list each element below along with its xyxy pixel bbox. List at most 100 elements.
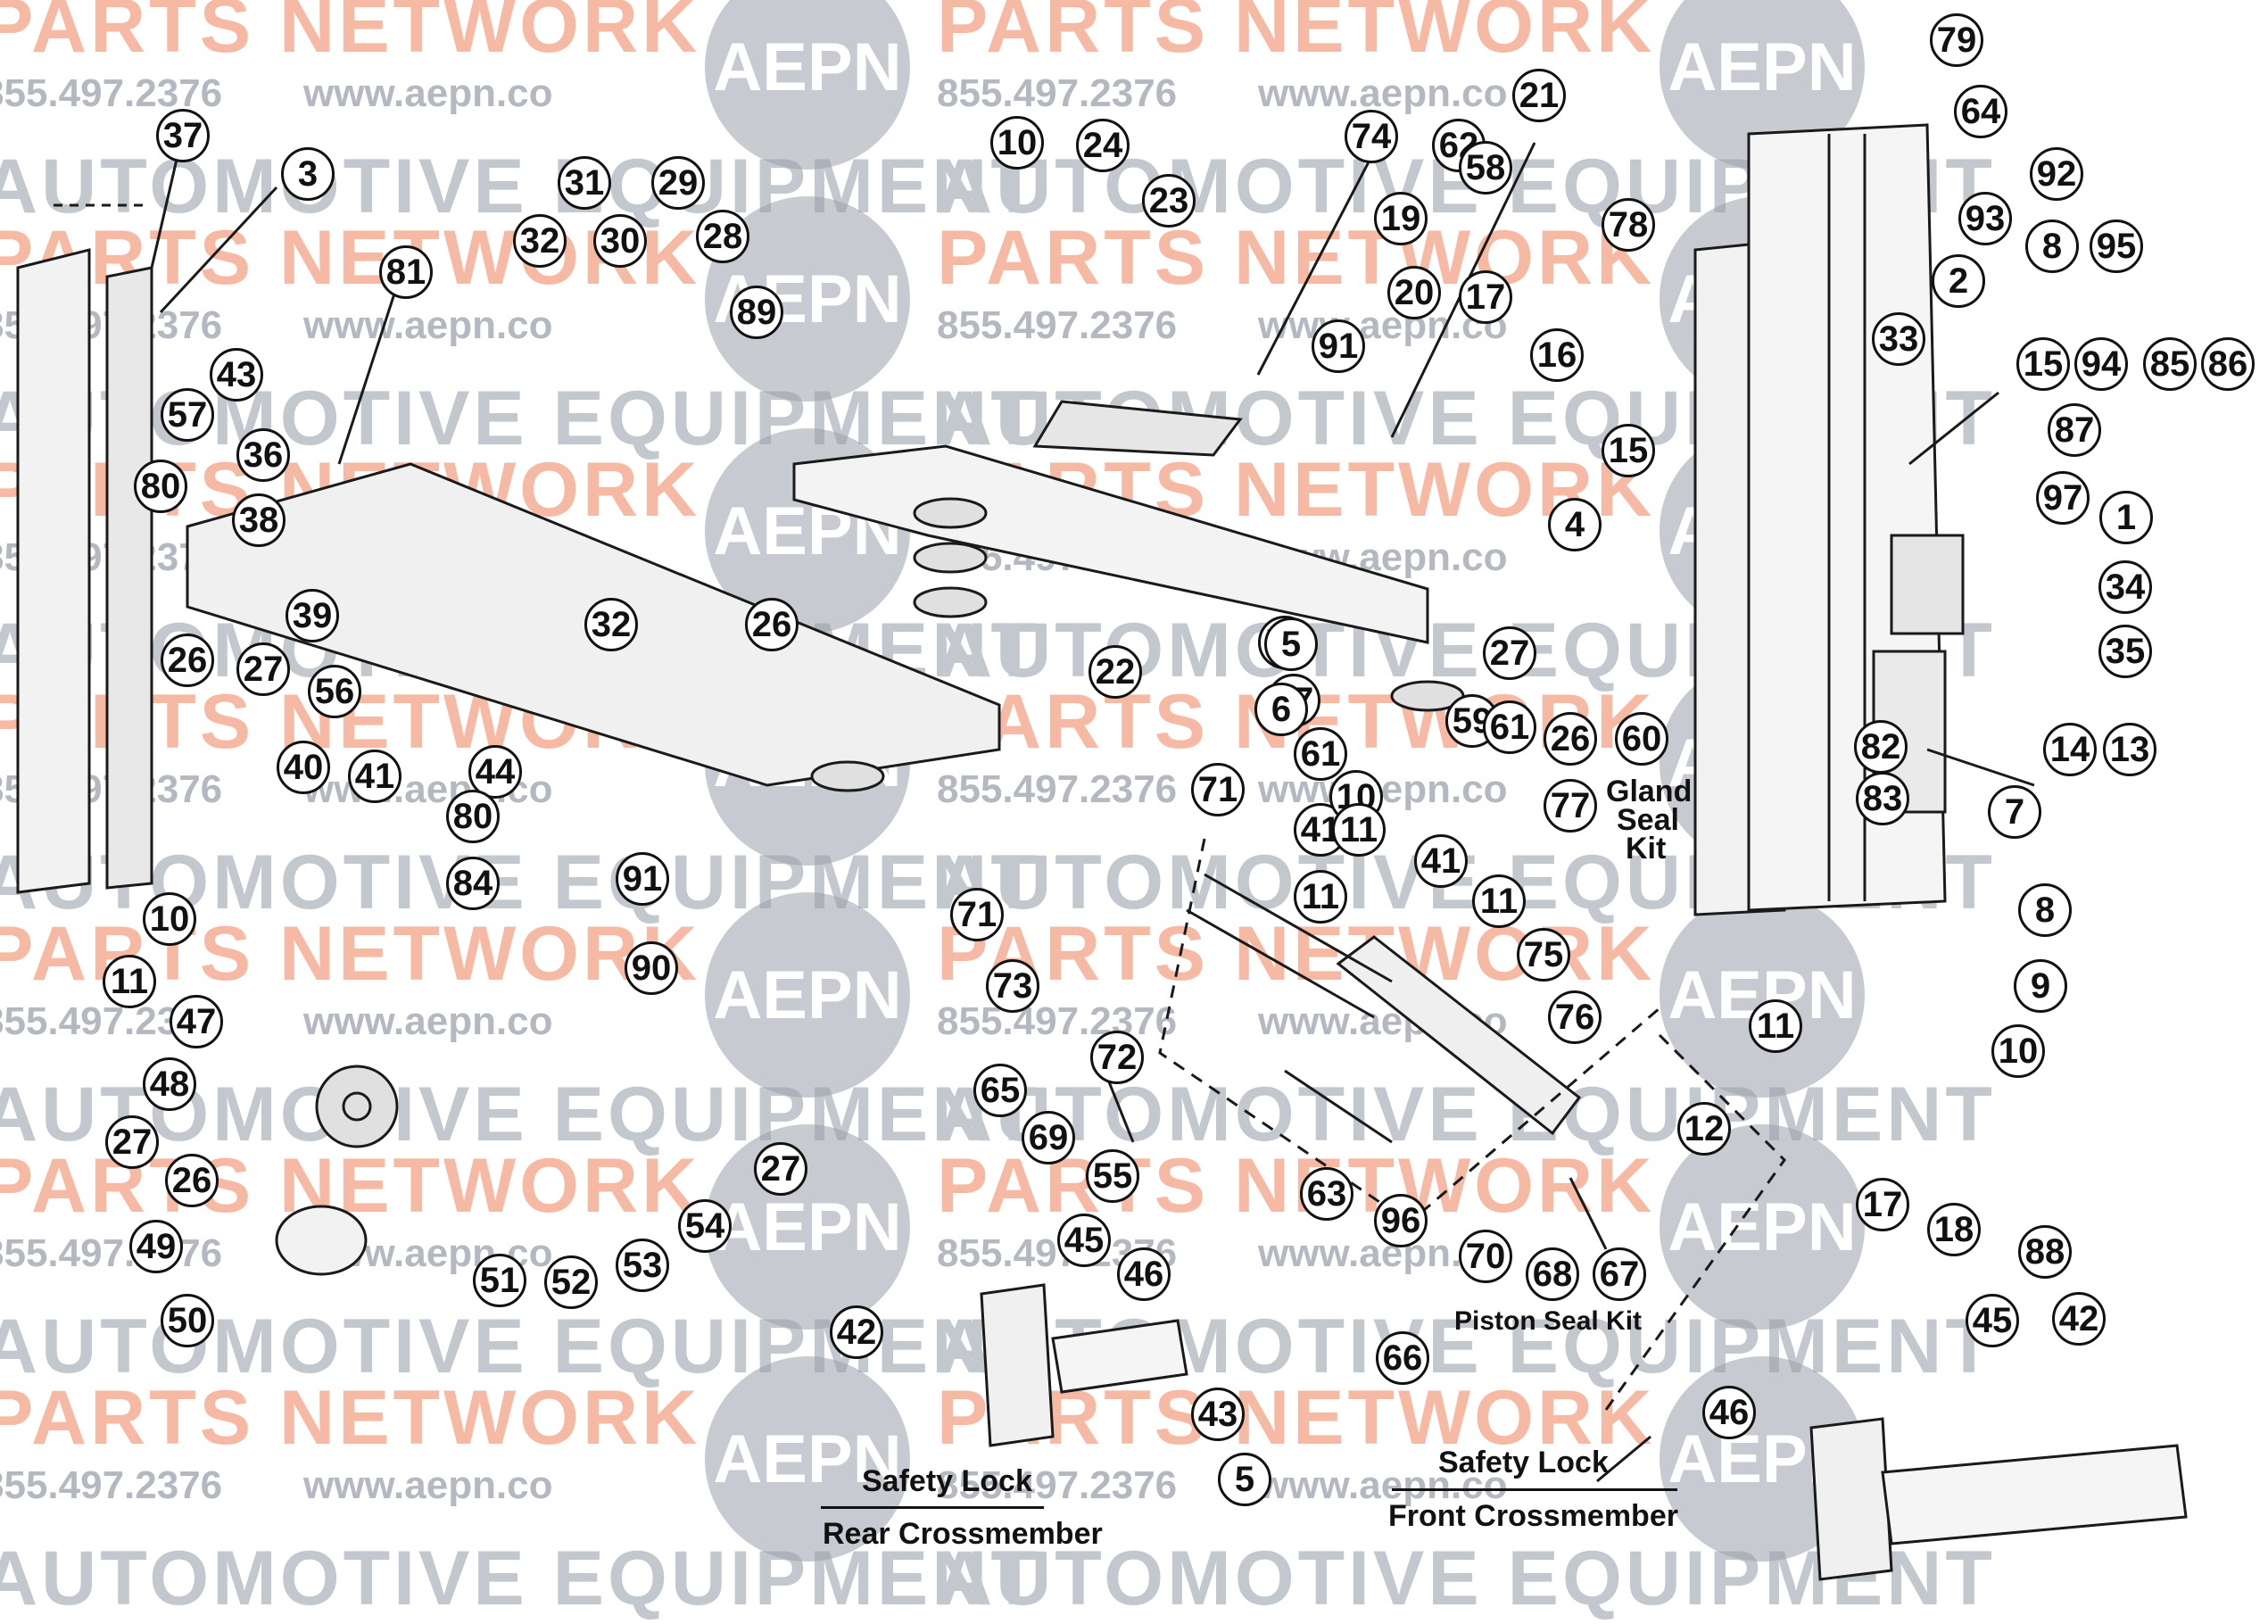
part-callout: 55: [1086, 1149, 1139, 1203]
part-callout: 26: [161, 634, 214, 687]
part-callout: 13: [2103, 723, 2156, 776]
part-callout: 11: [1332, 803, 1386, 857]
part-callout: 33: [1872, 312, 1925, 366]
aepn-logo-text: AEPN: [1668, 1189, 1857, 1265]
part-callout: 46: [1702, 1386, 1756, 1439]
part-callout: 63: [1300, 1167, 1353, 1221]
part-callout: 17: [1459, 270, 1512, 324]
part-callout: 95: [2090, 220, 2143, 273]
safety-lock-front-divider: [1392, 1488, 1677, 1491]
part-callout: 7: [1988, 785, 2041, 839]
part-callout: 87: [2048, 403, 2101, 457]
watermark-brand-line-2: PARTS NETWORK: [937, 215, 1656, 301]
part-callout: 58: [1459, 141, 1512, 195]
aepn-logo-text: AEPN: [1668, 29, 1857, 105]
aepn-logo-text: AEPN: [713, 1421, 902, 1497]
part-callout: 61: [1483, 700, 1536, 754]
part-callout: 39: [286, 589, 339, 642]
part-callout: 97: [2036, 471, 2090, 525]
part-callout: 4: [1548, 498, 1602, 551]
part-callout: 5: [1264, 617, 1318, 671]
part-callout: 2: [1932, 254, 1985, 308]
part-callout: 32: [513, 214, 567, 268]
aepn-logo-watermark: AEPN: [1660, 1124, 1865, 1330]
part-callout: 74: [1345, 110, 1398, 163]
watermark-website: www.aepn.co: [1258, 71, 1508, 115]
sheave: [315, 1065, 399, 1148]
aepn-logo-watermark: AEPN: [705, 1356, 910, 1562]
part-callout: 32: [584, 598, 638, 651]
part-callout: 65: [973, 1064, 1027, 1117]
part-callout: 93: [1958, 192, 2012, 245]
watermark-phone: 855.497.2376: [937, 767, 1178, 811]
part-callout: 66: [1376, 1331, 1429, 1385]
aepn-logo-watermark: AEPN: [705, 0, 910, 170]
aepn-logo-text: AEPN: [713, 29, 902, 105]
part-callout: 23: [1142, 174, 1196, 228]
part-callout: 44: [468, 745, 522, 799]
part-callout: 19: [1374, 192, 1428, 245]
gland-seal-kit-label-line3: Kit: [1626, 832, 1667, 866]
piston-seal-kit-label: Piston Seal Kit: [1454, 1306, 1643, 1336]
end-cap: [275, 1205, 368, 1276]
part-callout: 9: [2014, 959, 2067, 1013]
part-callout: 11: [1294, 870, 1347, 924]
part-callout: 10: [143, 892, 196, 946]
watermark-website: www.aepn.co: [303, 71, 553, 115]
watermark-phone: 855.497.2376: [0, 71, 223, 115]
part-callout: 16: [1530, 328, 1584, 382]
part-callout: 91: [1312, 319, 1365, 373]
part-callout: 78: [1602, 198, 1655, 252]
aepn-logo-text: AEPN: [713, 957, 902, 1033]
part-callout: 72: [1090, 1031, 1144, 1084]
part-callout: 43: [1191, 1388, 1245, 1441]
part-callout: 10: [990, 116, 1044, 170]
part-callout: 36: [236, 428, 290, 482]
part-callout: 11: [1472, 874, 1526, 928]
part-callout: 47: [170, 995, 223, 1048]
part-callout: 76: [1548, 990, 1602, 1044]
part-callout: 85: [2143, 337, 2197, 391]
main-beam: [792, 444, 1429, 644]
gland-seal-kit-label-line2: Seal: [1617, 803, 1679, 837]
part-callout: 35: [2098, 625, 2152, 678]
safety-lock-rear-divider: [821, 1506, 1044, 1509]
part-callout: 71: [1191, 763, 1245, 816]
safety-lock-rear: [980, 1283, 1055, 1447]
part-callout: 57: [161, 388, 214, 442]
part-callout: 12: [1677, 1102, 1731, 1156]
part-callout: 45: [1966, 1294, 2019, 1347]
part-callout: 67: [1593, 1247, 1646, 1301]
aepn-logo-watermark: AEPN: [705, 892, 910, 1098]
watermark-brand-line-1: AUTOMOTIVE EQUIPMENT: [0, 1536, 1041, 1621]
part-callout: 48: [143, 1057, 196, 1111]
part-callout: 92: [2030, 147, 2083, 201]
part-callout: 29: [651, 156, 705, 210]
left-column: [16, 248, 91, 894]
part-callout: 11: [103, 955, 156, 1008]
part-callout: 27: [1483, 626, 1536, 680]
part-callout: 22: [1088, 645, 1142, 699]
part-callout: 81: [379, 245, 433, 299]
part-callout: 30: [593, 214, 647, 268]
part-callout: 83: [1856, 772, 1909, 825]
part-callout: 27: [754, 1142, 807, 1196]
aepn-logo-watermark: AEPN: [705, 1124, 910, 1330]
part-callout: 82: [1854, 720, 1908, 774]
part-callout: 53: [616, 1239, 669, 1292]
part-callout: 64: [1954, 85, 2007, 138]
watermark-phone: 855.497.2376: [937, 999, 1178, 1043]
part-callout: 79: [1930, 13, 1983, 67]
part-callout: 8: [2025, 220, 2079, 273]
part-callout: 42: [2052, 1292, 2106, 1346]
part-callout: 31: [558, 156, 611, 210]
part-callout: 71: [950, 888, 1004, 941]
watermark-phone: 855.497.2376: [0, 1231, 223, 1275]
part-callout: 1: [2099, 491, 2153, 544]
part-callout: 18: [1927, 1203, 1981, 1256]
part-callout: 89: [730, 286, 783, 339]
part-callout: 77: [1544, 779, 1597, 833]
part-callout: 40: [277, 741, 330, 794]
part-callout: 41: [348, 750, 401, 803]
